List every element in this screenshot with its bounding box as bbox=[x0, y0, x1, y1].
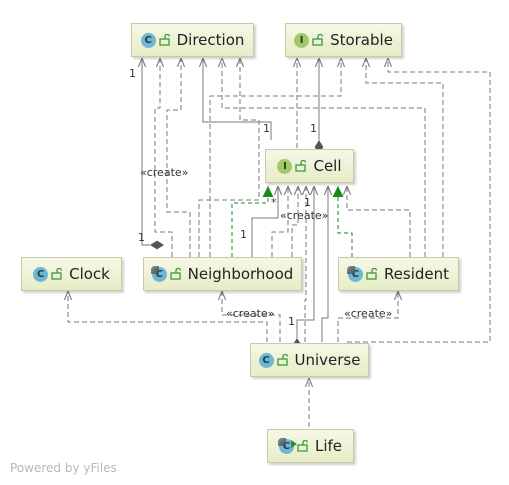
edge-cell-direction-assoc bbox=[203, 58, 272, 140]
class-icon: C bbox=[258, 352, 274, 368]
edge-resident-storable-dep bbox=[366, 58, 444, 257]
class-node-clock[interactable]: C Clock bbox=[21, 257, 122, 291]
class-name: Direction bbox=[176, 31, 245, 49]
lock-open-icon bbox=[312, 34, 324, 46]
class-name: Life bbox=[314, 437, 343, 455]
edges-direction bbox=[142, 58, 426, 257]
interface-name: Cell bbox=[313, 157, 342, 175]
watermark: Powered by yFiles bbox=[10, 461, 117, 475]
edge-neighborhood-direction-assoc bbox=[142, 58, 150, 245]
lock-open-icon bbox=[276, 354, 288, 366]
class-name: Resident bbox=[383, 265, 450, 283]
edge-universe-resident-create bbox=[337, 291, 398, 342]
label-create-universe-resident: «create» bbox=[344, 307, 392, 320]
lock-open-icon bbox=[366, 268, 377, 280]
abstract-class-icon: C bbox=[346, 265, 363, 282]
edge-neighborhood-cell-create bbox=[271, 186, 288, 257]
interface-node-cell[interactable]: I Cell bbox=[265, 149, 354, 183]
edge-universe-cell-dep bbox=[305, 186, 306, 342]
interface-node-storable[interactable]: I Storable bbox=[285, 23, 402, 57]
label-create-neighborhood-cell: «create» bbox=[280, 209, 328, 222]
edges-cell bbox=[252, 186, 411, 342]
interface-icon: I bbox=[294, 32, 310, 48]
mult-neighborhood-cell-many: * bbox=[271, 196, 277, 209]
mult-direction-neighborhood: 1 bbox=[129, 67, 136, 80]
class-name: Neighborhood bbox=[187, 265, 294, 283]
class-node-life[interactable]: C Life bbox=[267, 429, 354, 463]
edge-neighborhood-direction-dep bbox=[166, 58, 191, 257]
edge-universe-direction-dep bbox=[198, 58, 260, 257]
lock-open-icon bbox=[51, 268, 63, 280]
abstract-class-icon: C bbox=[150, 265, 167, 282]
class-node-direction[interactable]: C Direction bbox=[131, 23, 254, 57]
lock-open-icon bbox=[158, 34, 170, 46]
edge-neighborhood-direction-create bbox=[154, 58, 173, 257]
edge-resident-cell-dep bbox=[347, 186, 411, 257]
mult-neighborhood-direction: 1 bbox=[138, 231, 145, 244]
lock-open-icon bbox=[295, 160, 307, 172]
mult-neighborhood-cell: 1 bbox=[240, 228, 247, 241]
lock-open-icon bbox=[297, 440, 308, 452]
interface-icon: I bbox=[277, 158, 293, 174]
edge-resident-realizes-cell bbox=[332, 186, 353, 257]
mult-universe-cell-2: 1 bbox=[288, 315, 295, 328]
class-name: Universe bbox=[294, 351, 361, 369]
interface-name: Storable bbox=[330, 31, 393, 49]
edge-neighborhood-realizes-cell bbox=[231, 186, 274, 257]
edge-neighborhood-cell-dep bbox=[291, 186, 298, 257]
class-icon: C bbox=[140, 32, 156, 48]
label-create-universe-neighborhood: «create» bbox=[226, 307, 274, 320]
edges-storable bbox=[209, 58, 491, 343]
class-icon: C bbox=[33, 266, 49, 282]
edge-universe-clock-dep bbox=[68, 291, 268, 342]
edge-universe-storable-dep bbox=[347, 58, 491, 343]
edge-universe-cell-assoc-1 bbox=[297, 186, 314, 338]
edge-neighborhood-storable-dep bbox=[209, 58, 341, 257]
mult-cell-storable: 1 bbox=[310, 122, 317, 135]
edge-universe-neighborhood-create bbox=[222, 291, 281, 342]
edges-universe bbox=[68, 291, 398, 427]
edge-resident-direction-dep bbox=[222, 58, 426, 257]
class-name: Clock bbox=[69, 265, 110, 283]
mult-universe-cell-1: 1 bbox=[304, 196, 311, 209]
mult-cell-direction: 1 bbox=[263, 122, 270, 135]
class-node-neighborhood[interactable]: C Neighborhood bbox=[143, 257, 302, 291]
label-create-neighborhood-direction: «create» bbox=[140, 166, 188, 179]
class-node-resident[interactable]: C Resident bbox=[338, 257, 459, 291]
edge-neighborhood-cell-assoc bbox=[252, 186, 278, 257]
edge-universe-cell-assoc-2 bbox=[321, 186, 328, 342]
class-node-universe[interactable]: C Universe bbox=[250, 343, 369, 377]
runnable-class-icon: C bbox=[277, 437, 297, 454]
lock-open-icon bbox=[170, 268, 181, 280]
